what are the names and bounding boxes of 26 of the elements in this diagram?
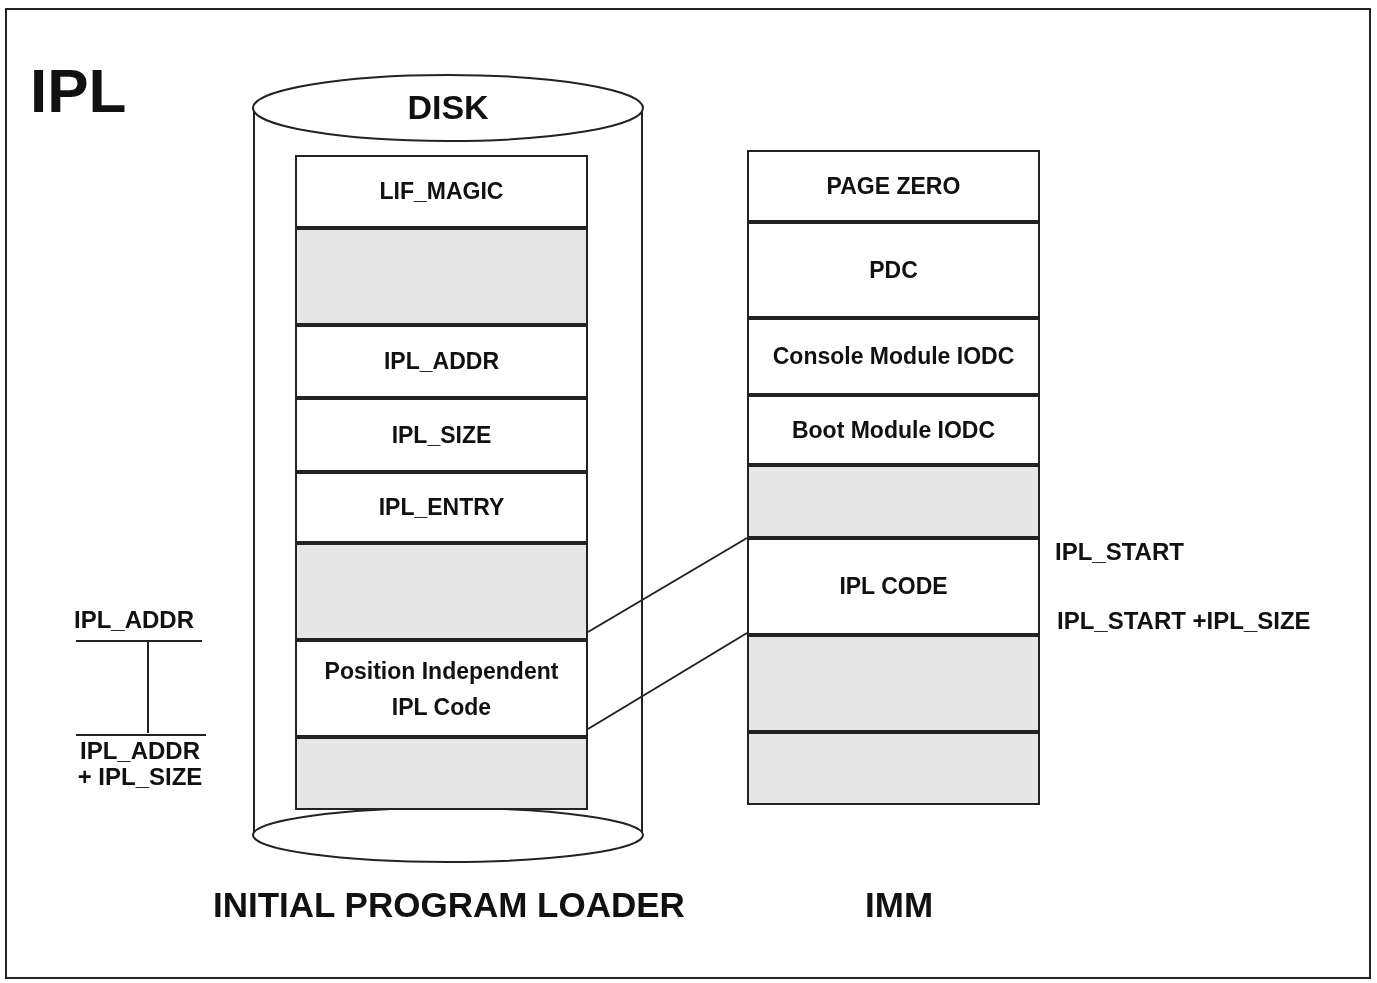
memory-field: Position Independent IPL Code: [295, 640, 588, 737]
memory-field: LIF_MAGIC: [295, 155, 588, 228]
shaded-block: [295, 228, 588, 325]
caption: IMM: [865, 885, 934, 925]
memory-field: IPL_ADDR: [295, 325, 588, 398]
memory-region: PDC: [747, 222, 1040, 318]
address-label: IPL_START: [1055, 538, 1184, 566]
memory-region: Console Module IODC: [747, 318, 1040, 395]
address-label: IPL_ADDR: [74, 606, 194, 634]
shaded-block: [295, 543, 588, 640]
shaded-block: [747, 465, 1040, 538]
connector-line: [587, 537, 748, 633]
connector-line: [587, 632, 748, 730]
memory-field: IPL_ENTRY: [295, 472, 588, 543]
disk-label: DISK: [406, 88, 490, 127]
address-label: IPL_START +IPL_SIZE: [1057, 607, 1311, 635]
shaded-block: [747, 635, 1040, 732]
caption: INITIAL PROGRAM LOADER: [213, 885, 685, 925]
memory-field: IPL_SIZE: [295, 398, 588, 472]
memory-region: Boot Module IODC: [747, 395, 1040, 465]
memory-region: IPL CODE: [747, 538, 1040, 635]
shaded-block: [295, 737, 588, 810]
shaded-block: [747, 732, 1040, 805]
address-label: IPL_ADDR + IPL_SIZE: [76, 738, 204, 790]
memory-region: PAGE ZERO: [747, 150, 1040, 222]
title: IPL: [30, 55, 127, 126]
